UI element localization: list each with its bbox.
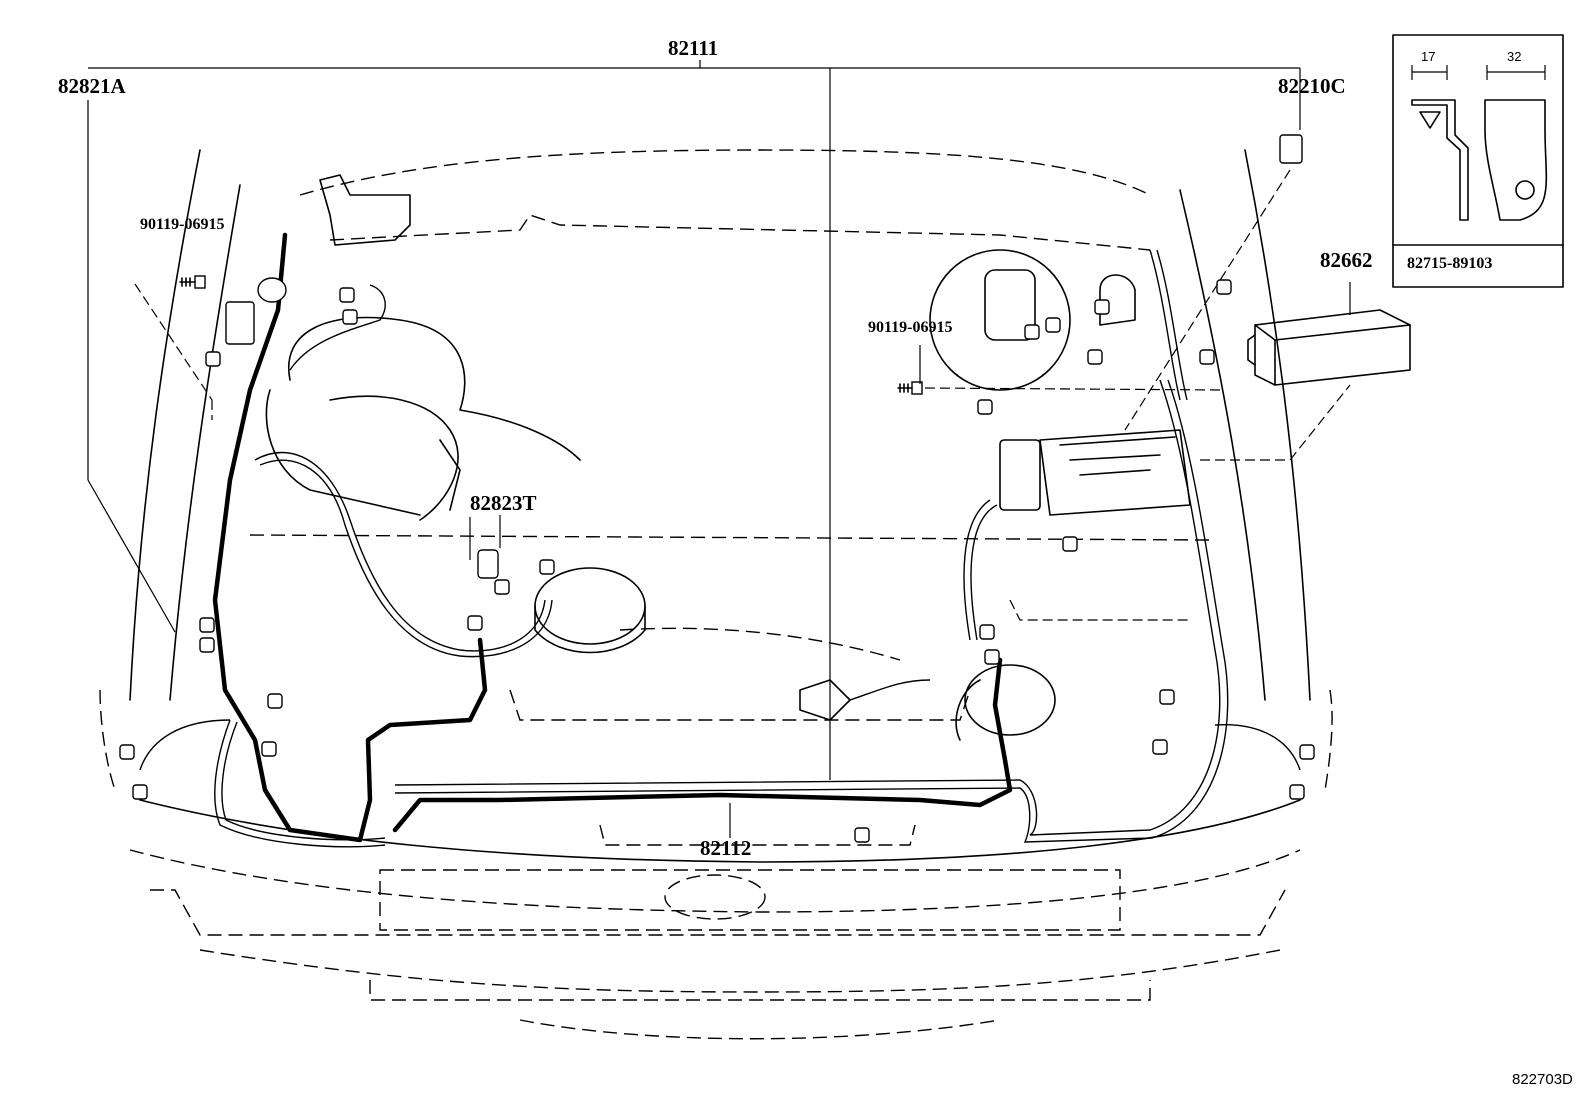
inset-bracket-detail xyxy=(1392,34,1564,288)
harness-wires xyxy=(139,232,1301,848)
bracket-82662 xyxy=(1247,309,1411,386)
connectors xyxy=(119,134,1315,843)
bolt-left-icon xyxy=(179,275,206,289)
drawing-code: 822703D xyxy=(1512,1071,1573,1088)
vehicle-body-outline xyxy=(99,149,1333,1040)
leader-lines xyxy=(87,60,1351,838)
callout-82823T: 82823T xyxy=(470,491,537,515)
inset-part-number: 82715-89103 xyxy=(1407,255,1493,272)
callout-82111: 82111 xyxy=(668,36,719,60)
callout-82210C: 82210C xyxy=(1278,74,1346,98)
callout-bolt-right: 90119-06915 xyxy=(868,319,953,336)
bolt-right-icon xyxy=(897,381,923,395)
callout-bolt-left: 90119-06915 xyxy=(140,216,225,233)
inset-dim-32: 32 xyxy=(1507,49,1522,64)
callout-82112: 82112 xyxy=(700,836,752,860)
callout-82662: 82662 xyxy=(1320,248,1373,272)
inset-dim-17: 17 xyxy=(1421,49,1436,64)
callout-82821A: 82821A xyxy=(58,74,126,98)
engine-components xyxy=(265,174,1191,741)
